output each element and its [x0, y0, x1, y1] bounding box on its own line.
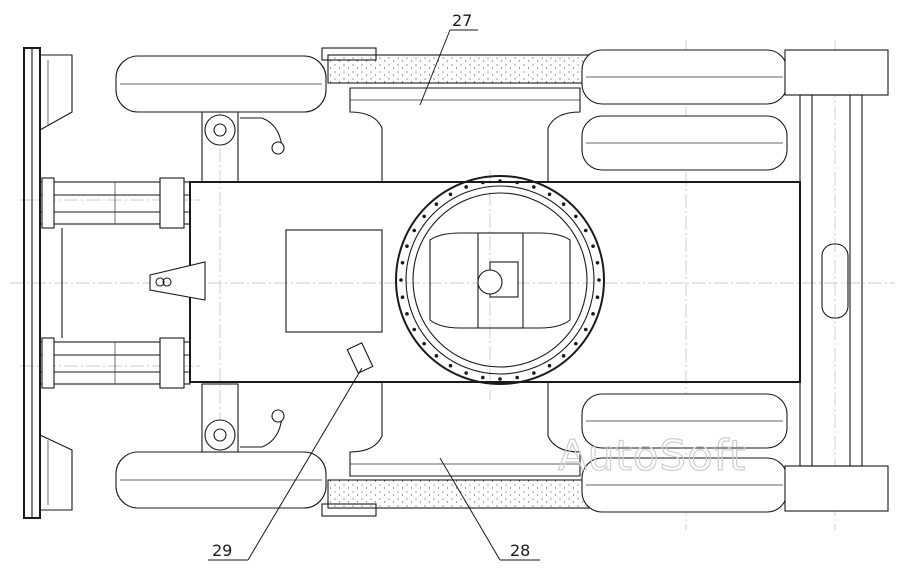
callout-28-label: 28: [510, 541, 530, 560]
callout-27: 27: [419, 11, 478, 106]
bolt-hole: [515, 375, 519, 380]
bolt-hole: [515, 180, 519, 185]
bolt-hole: [547, 192, 552, 197]
bolt-hole: [481, 375, 485, 380]
callout-28: 28: [439, 457, 540, 561]
steering-knuckles: [201, 111, 285, 453]
tank-bottom: [321, 381, 603, 517]
bolt-hole: [532, 185, 536, 189]
bolt-hole: [464, 185, 468, 189]
component-29: [346, 342, 374, 374]
blade-arms: [39, 177, 191, 389]
bolt-hole: [434, 354, 439, 358]
bolt-hole: [574, 214, 578, 219]
bolt-hole: [597, 278, 601, 282]
bolt-hole: [591, 312, 595, 316]
bolt-hole: [595, 295, 600, 299]
bolt-hole: [412, 327, 417, 332]
callout-29-label: 29: [212, 541, 232, 560]
bolt-hole: [400, 295, 405, 299]
bolt-hole: [583, 228, 588, 233]
bolt-hole: [448, 363, 453, 368]
rear-wheels: [581, 49, 788, 513]
bolt-hole: [400, 261, 405, 265]
bolt-hole: [448, 192, 453, 197]
bolt-hole: [547, 363, 552, 368]
rear-axle: [784, 49, 889, 512]
front-blade: [23, 47, 73, 519]
tank-top: [321, 47, 603, 183]
bolt-hole: [561, 202, 566, 206]
bolt-hole: [574, 341, 578, 346]
bolt-hole: [434, 202, 439, 206]
slewing-ring: [395, 175, 605, 385]
main-frame: [149, 181, 801, 383]
bolt-hole: [591, 244, 595, 248]
bolt-hole: [399, 278, 403, 282]
bolt-hole: [405, 244, 409, 248]
watermark-text: AutoSoft: [558, 431, 746, 480]
bolt-hole: [498, 377, 502, 381]
bolt-hole: [422, 214, 426, 219]
bolt-hole: [405, 312, 409, 316]
bolt-hole: [412, 228, 417, 233]
callout-27-label: 27: [452, 11, 472, 30]
bolt-hole: [532, 371, 536, 375]
bolt-hole: [464, 371, 468, 375]
front-wheels: [115, 55, 327, 509]
bolt-hole: [583, 327, 588, 332]
bolt-hole: [561, 354, 566, 358]
bolt-hole: [422, 341, 426, 346]
bolt-hole: [595, 261, 600, 265]
callout-29: 29: [208, 367, 363, 561]
bolt-hole: [481, 180, 485, 185]
bolt-hole: [498, 179, 502, 183]
